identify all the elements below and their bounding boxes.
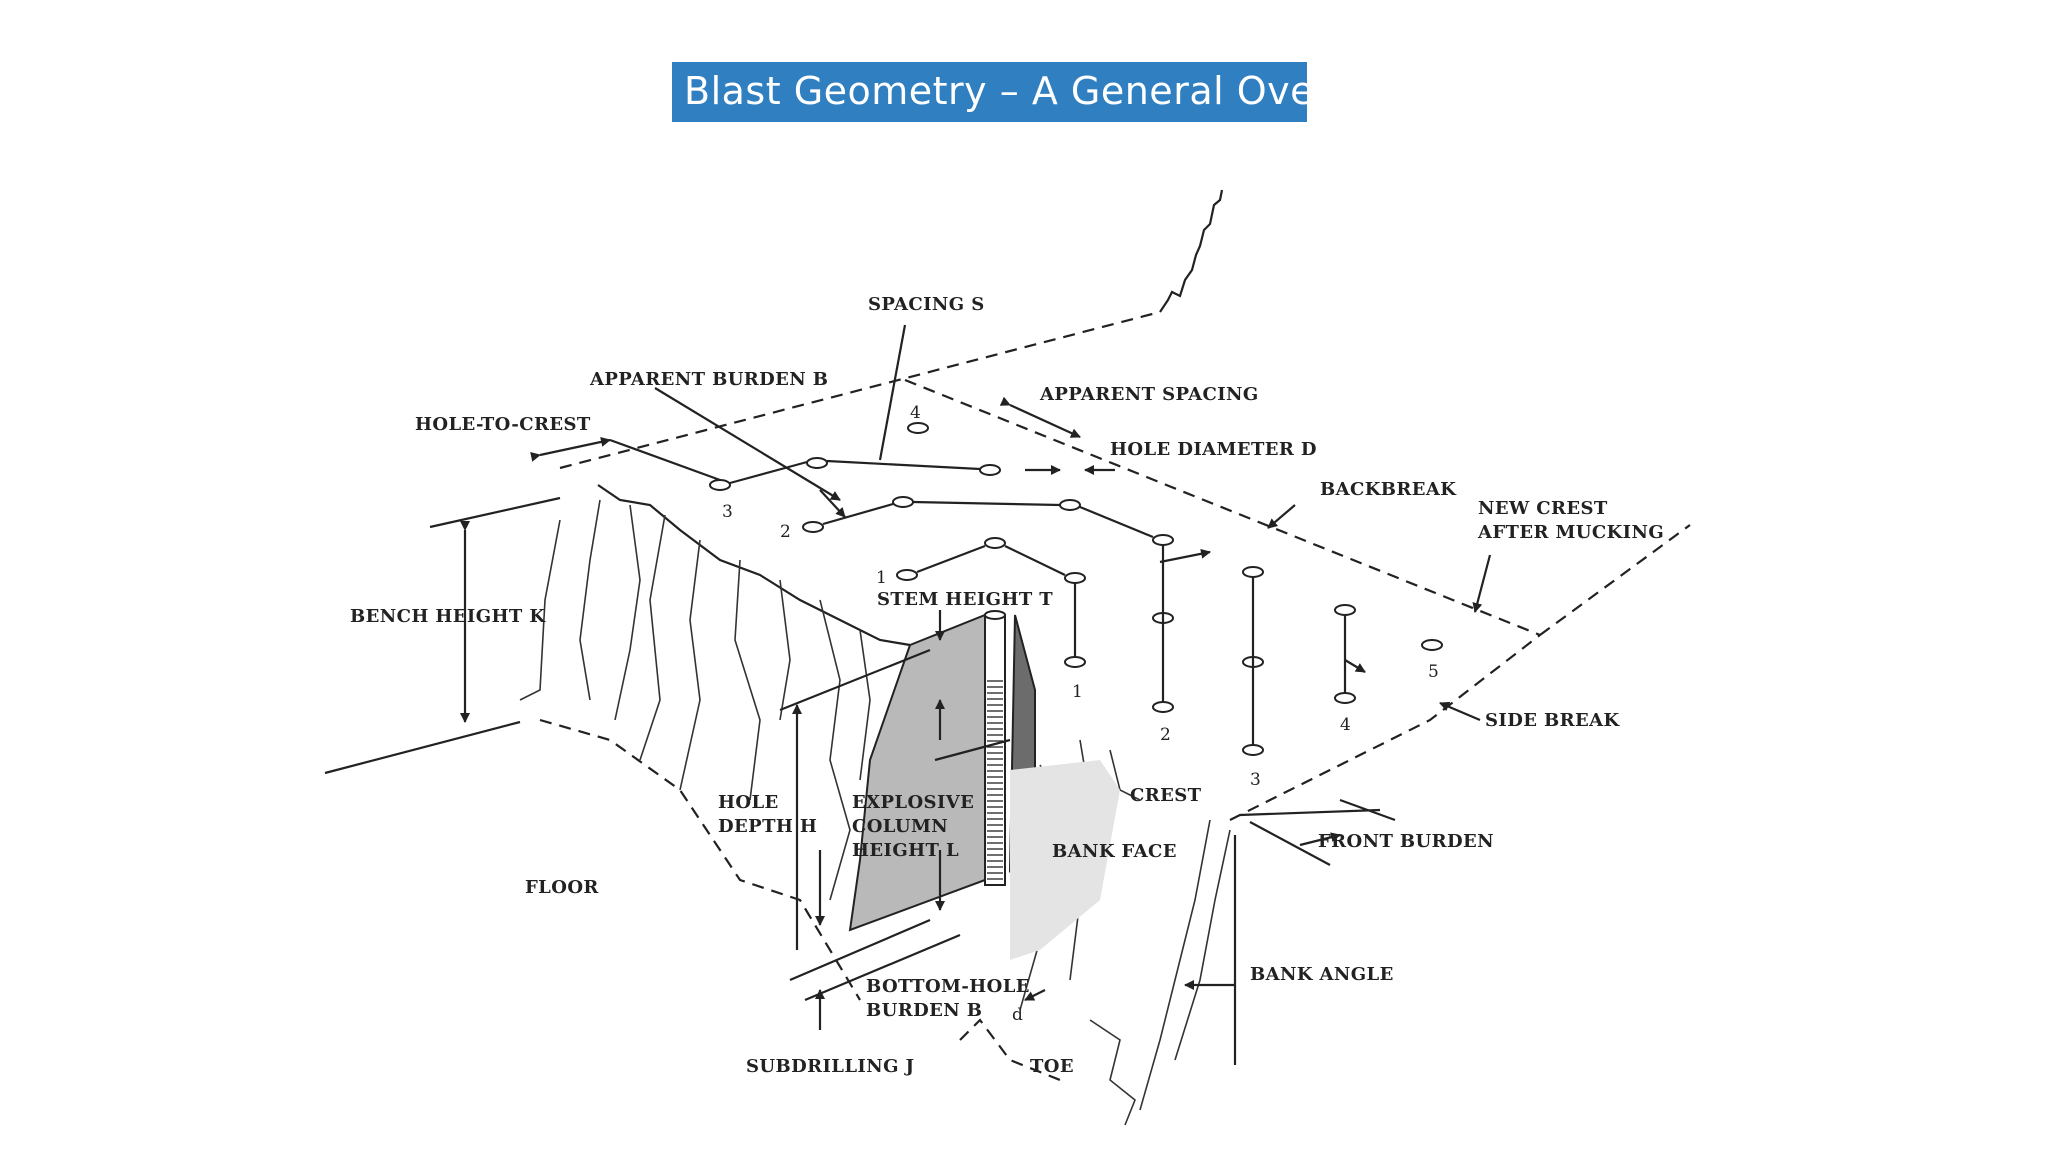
label-apparent-spacing: APPARENT SPACING: [1039, 384, 1259, 405]
slide-title: Blast Geometry – A General Overv: [684, 69, 1307, 113]
hole-numbers: 4 3 2 1 1 2 3 4 5: [722, 403, 1439, 790]
label-hole-to-crest: HOLE-TO-CREST: [415, 414, 591, 435]
label-bank-angle: BANK ANGLE: [1250, 964, 1394, 985]
label-new-crest-1: NEW CREST: [1478, 498, 1608, 519]
label-explosive-2: COLUMN: [852, 816, 948, 837]
blast-holes: [709, 422, 1443, 756]
old-crest-line: [559, 310, 1161, 470]
label-hole-depth-2: DEPTH H: [718, 816, 817, 837]
row-number-2: 2: [780, 522, 791, 542]
label-bank-face: BANK FACE: [1052, 841, 1177, 862]
face-top-contour: [597, 484, 911, 647]
slide-title-bar: Blast Geometry – A General Overv: [672, 62, 1307, 122]
label-explosive-1: EXPLOSIVE: [852, 792, 974, 813]
label-apparent-burden: APPARENT BURDEN B: [589, 369, 828, 390]
label-toe: TOE: [1030, 1056, 1074, 1077]
row-number-4: 4: [910, 403, 921, 423]
label-bottom-hole-sub: d: [1012, 1005, 1023, 1025]
label-subdrilling: SUBDRILLING J: [746, 1056, 914, 1077]
label-bench-height: BENCH HEIGHT K: [350, 606, 546, 627]
toe-line-2: [959, 1018, 1061, 1082]
side-break-line: [1229, 634, 1541, 821]
col-number-1: 1: [1072, 682, 1083, 702]
col-number-3: 3: [1250, 770, 1261, 790]
label-spacing: SPACING S: [868, 294, 985, 315]
diagram-labels: SPACING S APPARENT BURDEN B APPARENT SPA…: [350, 294, 1664, 1077]
row-number-3: 3: [722, 502, 733, 522]
backbreak-line: [904, 378, 1541, 637]
label-backbreak: BACKBREAK: [1320, 479, 1457, 500]
label-floor: FLOOR: [525, 877, 599, 898]
label-stem-height: STEM HEIGHT T: [877, 589, 1053, 610]
dimension-arrows: [460, 324, 1492, 1030]
col-number-2: 2: [1160, 725, 1171, 745]
explosive-column: [987, 680, 1003, 883]
label-bottom-hole-2: BURDEN B: [866, 1000, 982, 1021]
label-explosive-3: HEIGHT L: [852, 840, 959, 861]
label-crest: CREST: [1130, 785, 1202, 806]
label-new-crest-2: AFTER MUCKING: [1477, 522, 1664, 543]
new-crest-line: [1539, 524, 1691, 636]
label-hole-depth-1: HOLE: [718, 792, 779, 813]
label-front-burden: FRONT BURDEN: [1318, 831, 1494, 852]
rock-edge: [1159, 189, 1224, 313]
floor-line-left: [324, 720, 521, 775]
bench-top-edge: [429, 496, 561, 529]
label-hole-diameter: HOLE DIAMETER D: [1110, 439, 1317, 460]
hole-cross-section: [779, 610, 1120, 1002]
label-bottom-hole-1: BOTTOM-HOLE: [866, 976, 1030, 997]
row-number-1: 1: [876, 568, 887, 588]
label-side-break: SIDE BREAK: [1485, 710, 1620, 731]
col-number-4: 4: [1340, 715, 1351, 735]
toe-line: [539, 718, 861, 1001]
col-number-5: 5: [1428, 662, 1439, 682]
